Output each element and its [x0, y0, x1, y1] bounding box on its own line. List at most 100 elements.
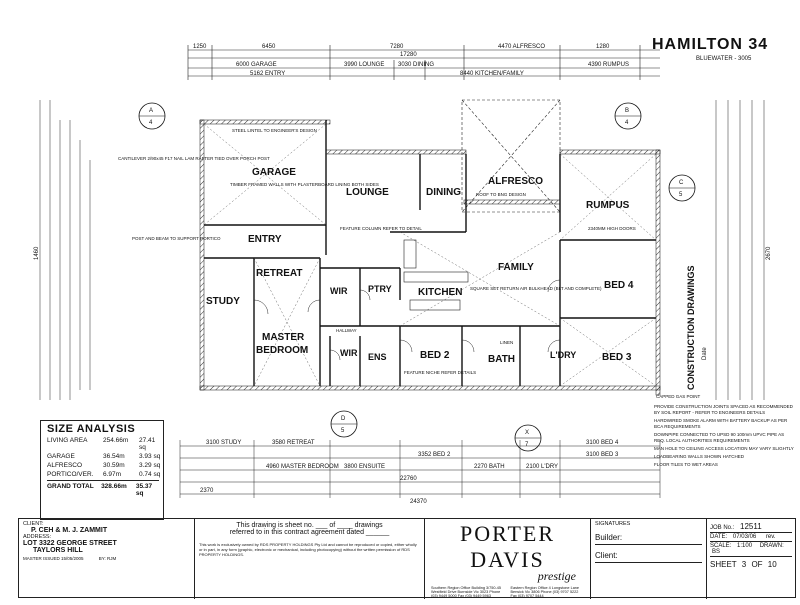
dim-top-6450: 6450 [262, 44, 276, 50]
sheet-notice-1: This drawing is sheet no. ___ of ____ dr… [236, 522, 383, 529]
section-b-letter: B [625, 108, 629, 114]
sheet-number: 3 [741, 560, 747, 569]
room-lounge: LOUNGE [346, 187, 389, 198]
size-sq: 0.74 sq [139, 471, 161, 478]
size-row-grand-total: GRAND TOTAL 328.66m 35.37 sq [47, 480, 159, 497]
client-name: P. CEH & M. J. ZAMMIT [31, 527, 108, 534]
room-garage: GARAGE [252, 167, 296, 178]
left-dimensions [39, 100, 91, 400]
section-a-letter: A [149, 108, 153, 114]
size-analysis-title: SIZE ANALYSIS [47, 423, 136, 435]
room-bed-4: BED 4 [604, 280, 634, 291]
room-rumpus: RUMPUS [586, 200, 630, 211]
size-row: ALFRESCO 30.59m 3.29 sq [47, 462, 163, 469]
dim-bottom-study: 3100 STUDY [206, 440, 241, 446]
dim-top-alfresco: 4470 ALFRESCO [498, 44, 545, 50]
section-marker-x: X 7 [514, 424, 542, 452]
section-a-num: 4 [149, 120, 153, 126]
room-bath: BATH [488, 354, 515, 365]
dim-row3-kitchen: 8440 KITCHEN/FAMILY [460, 71, 524, 77]
brand-cell: PORTER DAVIS prestige Southern Region Of… [425, 519, 591, 599]
sheet-label: SHEET [710, 560, 737, 569]
dim-bottom-2370: 2370 [200, 488, 214, 494]
room-bed-3: BED 3 [602, 352, 632, 363]
room-alfresco: ALFRESCO [488, 176, 543, 187]
date-value: 07/03/06 [732, 534, 757, 540]
room-family: FAMILY [498, 262, 534, 273]
size-label: LIVING AREA [47, 437, 88, 444]
size-row: PORTICO/VER. 6.97m 0.74 sq [47, 471, 163, 478]
address-label: ADDRESS: [23, 534, 52, 540]
signatures-label: SIGNATURES [595, 521, 631, 527]
room-master-label-2: BEDROOM [256, 345, 308, 356]
bottom-dimensions [179, 440, 661, 498]
room-laundry: L'DRY [550, 350, 576, 360]
dim-top-1280: 1280 [596, 44, 610, 50]
door-swings [253, 279, 561, 361]
drawn-value: BS [712, 549, 721, 555]
section-marker-c: C 5 [668, 174, 696, 202]
section-b-num: 4 [625, 120, 629, 126]
signatures-cell: SIGNATURES Builder: Client: [591, 519, 707, 599]
dim-row2-rumpus: 4390 RUMPUS [588, 62, 629, 68]
room-dining: DINING [426, 187, 461, 198]
office-address-1: Southern Region Office Building 3/750-45… [431, 586, 502, 598]
brand-logo: PORTER DAVIS [459, 521, 556, 572]
dim-bottom-bath: 2270 BATH [474, 464, 505, 470]
note-steel-lintel: STEEL LINTEL TO ENGINEER'S DESIGN [232, 128, 317, 133]
dim-bottom-total: 24370 [410, 499, 427, 505]
note-post-beam: POST AND BEAM TO SUPPORT PORTICO [132, 236, 221, 241]
client-cell: CLIENT: P. CEH & M. J. ZAMMIT ADDRESS: L… [19, 519, 195, 599]
note-capped-gas: CAPPED GAS POINT [656, 394, 701, 399]
size-m2: 30.59m [103, 462, 125, 469]
kitchen-bench [403, 239, 469, 311]
date-label: Date [702, 347, 708, 360]
size-sq: 35.37 sq [135, 483, 153, 497]
section-x-letter: X [525, 430, 529, 436]
size-m2: 254.66m [103, 437, 129, 444]
room-kitchen: KITCHEN [418, 287, 462, 298]
note-timber-walls: TIMBER FRAMED WALLS WITH PLASTERBOARD LI… [230, 182, 379, 187]
dim-row2-lounge: 3990 LOUNGE [344, 62, 384, 68]
dim-bottom-bed4: 3100 BED 4 [586, 440, 619, 446]
section-marker-b: B 4 [614, 102, 642, 130]
scale-value: 1:100 [737, 543, 753, 549]
date-label-tb: DATE: [710, 534, 728, 540]
dim-row2-dining: 3030 DINING [398, 62, 434, 68]
size-label: GRAND TOTAL [47, 483, 94, 490]
note-feature-niche: FEATURE NICHE REFER DETAILS [404, 370, 476, 375]
rev-label: rev. [765, 534, 776, 540]
size-sq: 3.93 sq [139, 453, 161, 460]
size-m2: 6.97m [103, 471, 122, 478]
title-block: CLIENT: P. CEH & M. J. ZAMMIT ADDRESS: L… [18, 518, 796, 599]
dim-top-7280: 7280 [390, 44, 404, 50]
dim-bottom-ldry: 2100 L'DRY [526, 464, 558, 470]
note-feature-column: FEATURE COLUMN REFER TO DETAIL [340, 226, 422, 231]
dim-bottom-overall: 22760 [400, 476, 417, 482]
size-analysis-table: SIZE ANALYSIS LIVING AREA 254.66m 27.41 … [40, 420, 164, 520]
dim-bottom-bed3: 3100 BED 3 [586, 452, 619, 458]
construction-drawings-label: CONSTRUCTION DRAWINGS [686, 266, 696, 391]
dim-top-overall: 17280 [400, 52, 417, 58]
note-item: FLOOR TILES TO WET AREAS [654, 462, 718, 467]
dim-row2-garage: 6000 GARAGE [236, 62, 277, 68]
job-number: 12511 [740, 522, 762, 531]
top-dimensions [187, 45, 660, 80]
note-high-doors: 2340MM HIGH DOORS [588, 226, 636, 231]
of-label: OF [751, 560, 763, 569]
section-d-letter: D [341, 416, 346, 422]
drawn-by: BY: RJM [98, 556, 117, 561]
construction-notes: PROVIDE CONSTRUCTION JOINTS SPACED AS RE… [654, 404, 794, 470]
drawn-label: DRAWN: [759, 543, 784, 549]
size-sq: 27.41 sq [139, 437, 156, 451]
room-bed-2: BED 2 [420, 350, 450, 361]
dim-bottom-retreat: 3580 RETREAT [272, 440, 315, 446]
job-label: JOB No.: [710, 525, 735, 531]
brand-sub: prestige [537, 569, 576, 583]
dim-top-left: 1250 [193, 44, 207, 50]
note-item: PROVIDE CONSTRUCTION JOINTS SPACED AS RE… [654, 404, 793, 415]
section-d-num: 5 [341, 428, 345, 434]
room-entry: ENTRY [248, 234, 282, 245]
sheet-total: 10 [767, 560, 777, 569]
